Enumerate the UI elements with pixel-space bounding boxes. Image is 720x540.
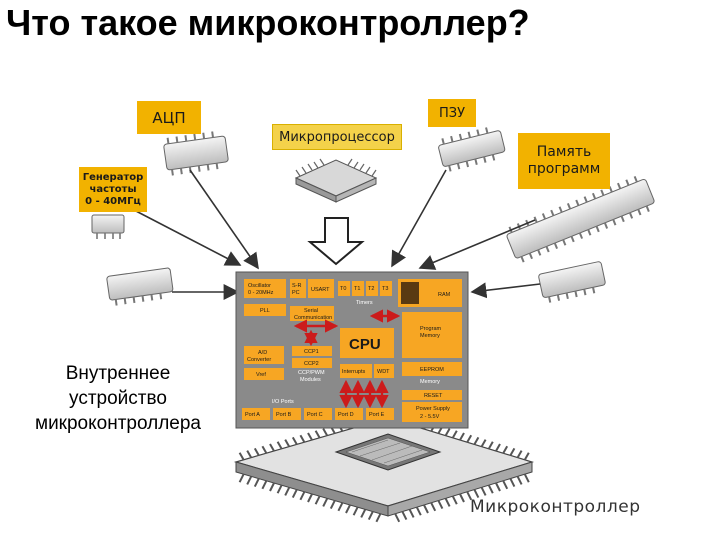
adc-chip-icon [163, 131, 229, 176]
program-memory-block [402, 312, 462, 358]
generator-label: Генератор частоты 0 - 40МГц [79, 167, 147, 212]
program-memory-label: Память программ [518, 133, 610, 189]
svg-text:RAM: RAM [438, 292, 451, 298]
inner-label-line-3: микроконтроллера [35, 413, 201, 434]
wdt-block [374, 364, 394, 378]
vref-block [244, 368, 284, 380]
port-label: Port A [245, 412, 260, 418]
down-arrow-icon [307, 217, 365, 266]
svg-text:2 - 5.5V: 2 - 5.5V [420, 414, 440, 420]
port-block [304, 408, 332, 420]
port-label: Port E [369, 412, 385, 418]
program-memory-line-1: Память [536, 144, 592, 160]
port-block [335, 408, 363, 420]
block-diagram: Oscillator 0 - 20MHz S-R PC USART T0 T1 … [235, 271, 469, 429]
microprocessor-label: Микропроцессор [272, 124, 402, 150]
svg-text:PLL: PLL [260, 308, 270, 314]
rom-label: ПЗУ [428, 99, 476, 127]
svg-text:Program: Program [420, 326, 442, 332]
microprocessor-chip-icon [294, 158, 378, 203]
svg-text:Power Supply: Power Supply [416, 406, 450, 412]
svg-text:T0: T0 [340, 286, 346, 292]
svg-text:I/O Ports: I/O Ports [272, 399, 294, 405]
svg-text:Timers: Timers [356, 300, 373, 306]
arrow-rom [391, 169, 447, 268]
timer-t0-block [338, 281, 350, 296]
svg-text:Serial: Serial [304, 308, 318, 314]
arrow-program-memory [418, 219, 536, 270]
timer-t2-block [366, 281, 378, 296]
port-label: Port B [276, 412, 292, 418]
arrow-right-chip [470, 282, 541, 299]
svg-text:WDT: WDT [377, 369, 390, 375]
svg-text:T3: T3 [382, 286, 388, 292]
cpu-block [340, 328, 394, 358]
arrow-adc [189, 169, 259, 270]
adc-label: АЦП [137, 101, 201, 134]
microcontroller-package-icon [233, 412, 535, 523]
eeprom-block [402, 362, 462, 376]
port-label: Port D [338, 412, 354, 418]
right-dip-chip-icon [538, 261, 606, 303]
ccp1-block [292, 346, 332, 356]
program-memory-line-2: программ [527, 161, 601, 177]
ad-converter-block [244, 346, 284, 364]
timer-t3-block [380, 281, 392, 296]
serial-block [290, 306, 334, 321]
svg-text:Memory: Memory [420, 333, 440, 339]
timer-t1-block [352, 281, 364, 296]
generator-line-1: Генератор [82, 171, 144, 183]
port-block [366, 408, 394, 420]
connection-arrows [133, 169, 541, 300]
inner-label-line-1: Внутреннее [65, 363, 171, 384]
reset-block [402, 390, 462, 400]
sr-pc-block [290, 279, 306, 298]
left-dip-chip-icon [106, 267, 174, 306]
svg-text:S-R: S-R [292, 283, 302, 289]
svg-text:Converter: Converter [247, 357, 271, 363]
ccp2-block [292, 358, 332, 368]
svg-text:CCP1: CCP1 [304, 349, 319, 355]
svg-text:USART: USART [311, 287, 330, 293]
svg-text:CCP/PWM: CCP/PWM [298, 370, 325, 376]
svg-text:0 - 20MHz: 0 - 20MHz [248, 290, 274, 296]
svg-text:Interrupts: Interrupts [342, 369, 365, 375]
interrupts-block [340, 364, 372, 378]
generator-line-3: 0 - 40МГц [85, 195, 141, 207]
svg-text:Oscillator: Oscillator [248, 283, 271, 289]
power-supply-block [402, 402, 462, 422]
bus-arrows [293, 309, 401, 409]
svg-text:RESET: RESET [424, 393, 443, 399]
rom-chip-icon [438, 127, 506, 172]
svg-text:EEPROM: EEPROM [420, 367, 444, 373]
svg-text:CPU: CPU [349, 336, 381, 353]
page-title: Что такое микроконтроллер? [6, 2, 530, 43]
microcontroller-label: Микроконтроллер [470, 497, 641, 517]
svg-text:CCP2: CCP2 [304, 361, 319, 367]
pll-block [244, 304, 286, 316]
inner-structure-label: Внутреннее устройство микроконтроллера [6, 361, 230, 436]
port-block [273, 408, 301, 420]
inner-label-line-2: устройство [69, 388, 167, 409]
svg-text:Memory: Memory [420, 379, 440, 385]
port-label: Port C [307, 412, 323, 418]
generator-line-2: частоты [89, 183, 137, 195]
svg-text:T1: T1 [354, 286, 360, 292]
arrow-generator [133, 209, 242, 266]
svg-text:A/D: A/D [258, 350, 267, 356]
generator-chip-icon [91, 214, 125, 239]
svg-text:Communication: Communication [294, 315, 332, 321]
usart-block [308, 279, 334, 298]
svg-text:Vref: Vref [256, 372, 266, 378]
svg-text:PC: PC [292, 290, 300, 296]
program-memory-chip-icon [506, 175, 655, 263]
port-block [242, 408, 270, 420]
svg-text:T2: T2 [368, 286, 374, 292]
oscillator-block [244, 279, 286, 298]
svg-text:Modules: Modules [300, 377, 321, 383]
